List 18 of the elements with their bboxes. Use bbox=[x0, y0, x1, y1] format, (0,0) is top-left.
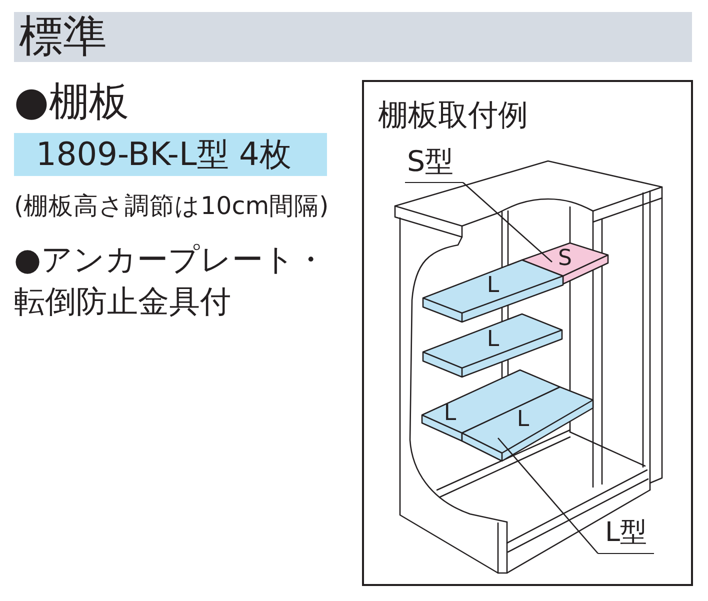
shelf-label: L bbox=[442, 400, 458, 427]
shelf-label: S bbox=[557, 246, 573, 272]
shelf-board bbox=[461, 386, 594, 462]
callout-label: S型 bbox=[405, 144, 463, 183]
note-text: (棚板高さ調節は10cm間隔) bbox=[14, 190, 329, 222]
leader-line bbox=[498, 438, 598, 554]
shelf-label: L bbox=[486, 272, 500, 299]
spec-band: 1809-BK-L型 4枚 bbox=[14, 133, 327, 176]
shelf-board bbox=[422, 313, 563, 378]
leader-line bbox=[462, 182, 552, 262]
shelf-label: L bbox=[516, 406, 530, 433]
panel-heading: 棚板取付例 bbox=[378, 97, 528, 135]
shelf-label: L bbox=[486, 326, 500, 353]
bullet-heading: ●アンカープレート・転倒防止金具付 bbox=[14, 241, 328, 322]
section-heading: 標準 bbox=[14, 12, 692, 62]
bullet-heading: ●棚板 bbox=[14, 78, 129, 126]
callout-label: L型 bbox=[598, 515, 654, 554]
example-panel bbox=[362, 80, 693, 586]
